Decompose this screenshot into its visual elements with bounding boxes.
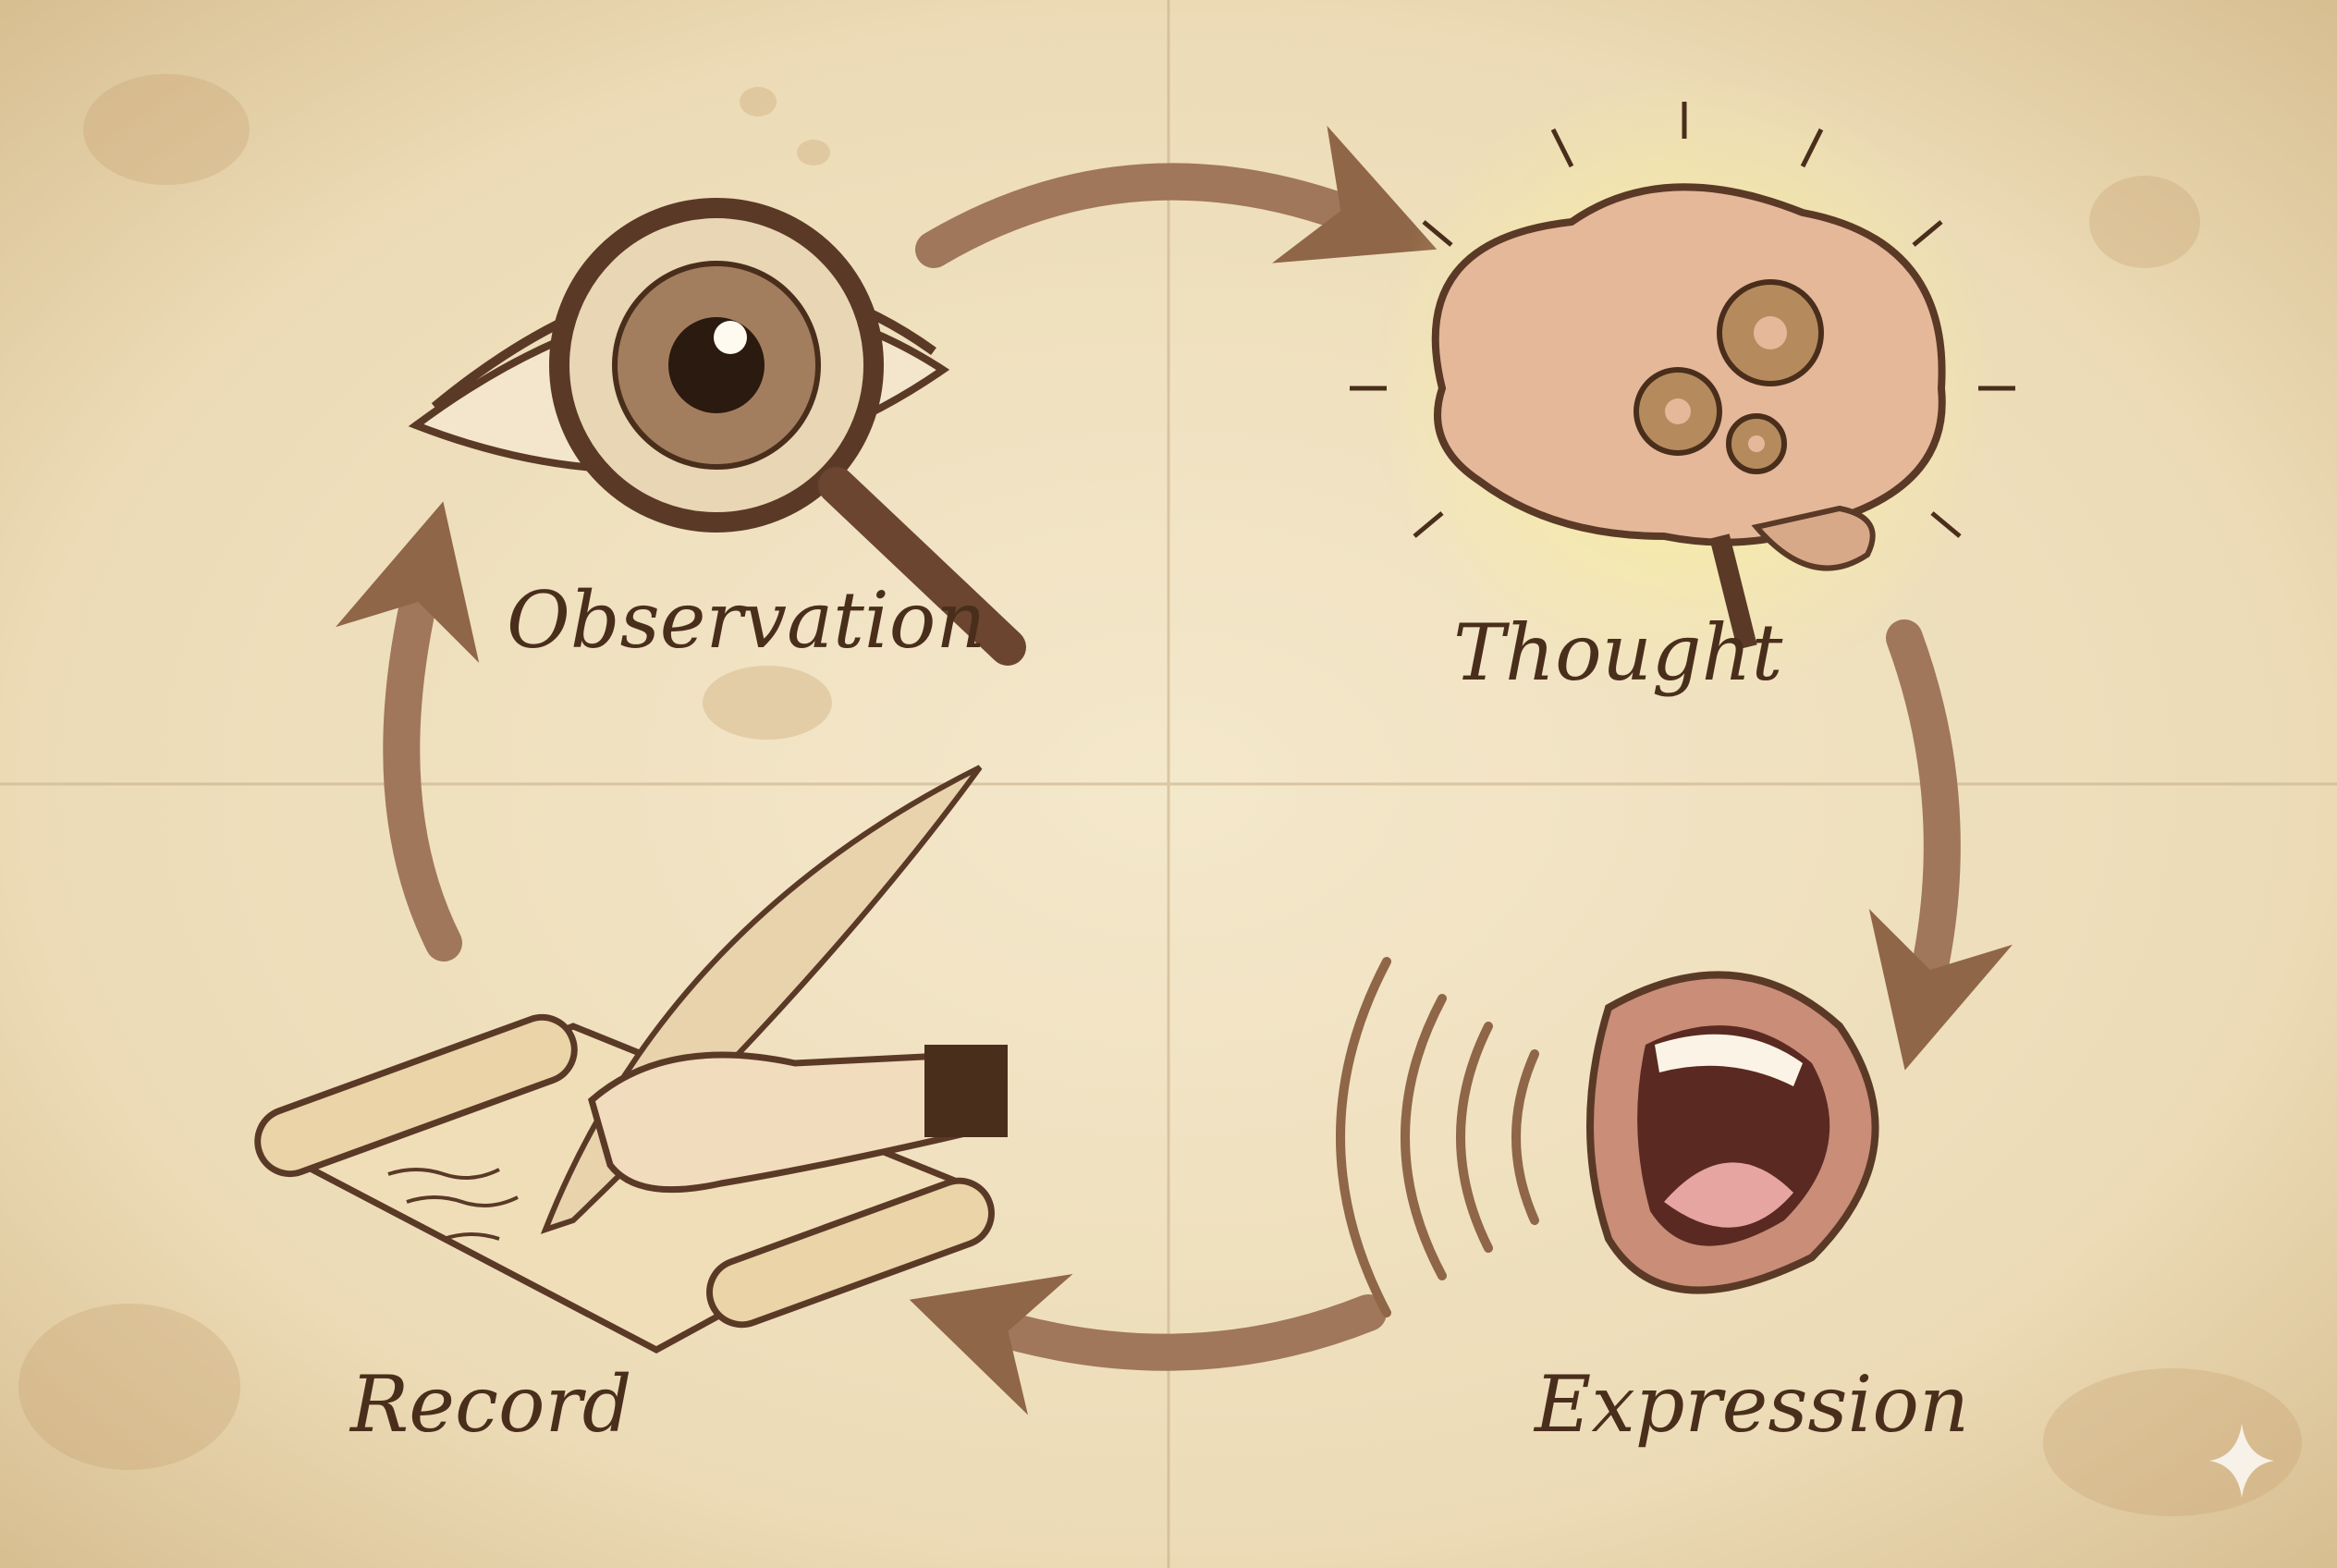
eye-magnifier-icon — [408, 198, 1026, 666]
arrow-expression-to-record — [909, 1273, 1387, 1415]
quill-scroll-icon — [254, 765, 1008, 1354]
open-mouth-icon — [1336, 957, 1879, 1317]
brain-gears-icon — [1350, 74, 2015, 703]
arrow-observation-to-thought — [915, 126, 1438, 268]
arrow-record-to-observation — [335, 501, 480, 962]
arrow-thought-to-expression — [1868, 619, 2013, 1071]
stage-label-thought: Thought — [1453, 607, 1783, 698]
stage-label-record: Record — [349, 1359, 632, 1450]
stage-label-observation: Observation — [507, 575, 985, 666]
stage-label-expression: Expression — [1533, 1359, 1969, 1450]
sparkle-icon — [2209, 1424, 2274, 1498]
